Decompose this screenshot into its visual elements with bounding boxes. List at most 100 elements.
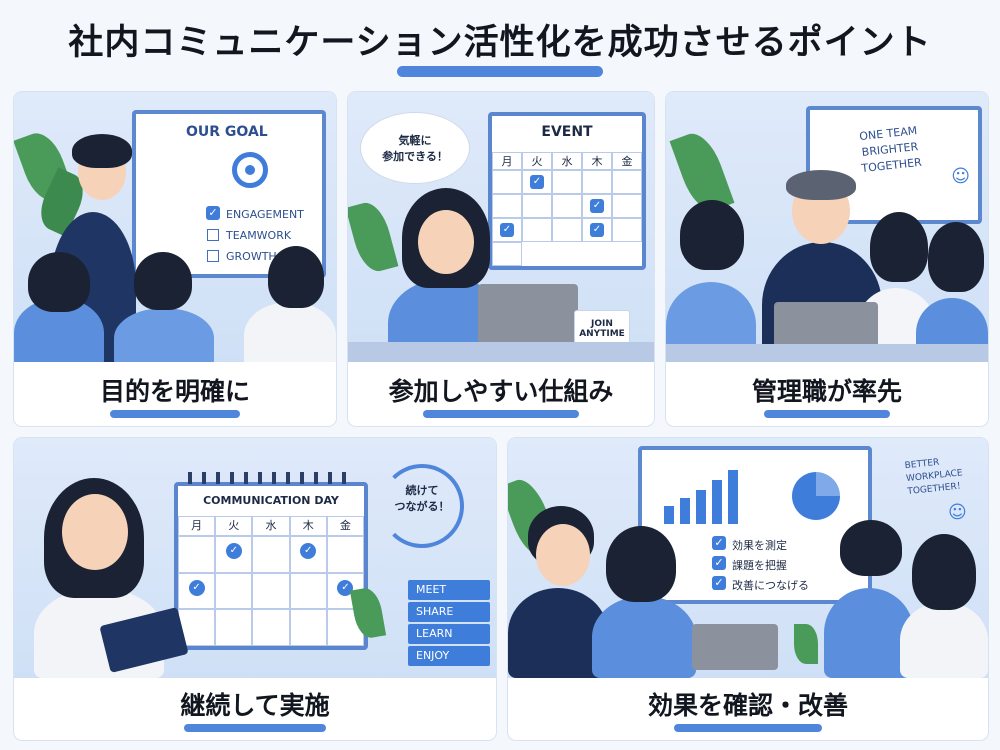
calendar-day: 月: [492, 152, 522, 170]
check-icon: ✓: [225, 543, 242, 559]
mug-text: JOIN ANYTIME: [579, 319, 625, 339]
laptop-icon: [692, 624, 778, 670]
calendar-day: 木: [582, 152, 612, 170]
calendar-cell: [522, 218, 552, 242]
bar-chart-icon: [664, 466, 760, 524]
calendar-cell: [522, 194, 552, 218]
calendar-day: 金: [326, 516, 364, 536]
plant-icon: [794, 624, 818, 664]
audience-hair: [268, 246, 324, 308]
book-label: SHARE: [408, 602, 490, 622]
calendar-title: COMMUNICATION DAY: [203, 494, 339, 507]
colleague-person: [900, 602, 988, 678]
panel-continuous: COMMUNICATION DAY 月 火 水 木 金 ✓ ✓ ✓ ✓: [14, 438, 496, 740]
panel-illustration: ✓ 効果を測定 ✓ 課題を把握 ✓ 改善につなげる BETTER WORKPLA…: [508, 438, 988, 678]
desk: [348, 342, 654, 362]
calendar-cell: [215, 572, 253, 610]
checkbox-checked-icon: ✓: [712, 536, 726, 550]
calendar-cell: [552, 170, 582, 194]
event-calendar: EVENT 月 火 水 木 金 ✓ ✓ ✓ ✓: [488, 112, 646, 270]
calendar-cell: [492, 170, 522, 194]
board-item: GROWTH: [226, 250, 277, 263]
board-item: 改善につなげる: [732, 579, 809, 592]
calendar-cell: ✓: [582, 194, 612, 218]
check-icon: ✓: [300, 543, 317, 559]
calendar-day: 木: [289, 516, 327, 536]
colleague-head: [536, 524, 590, 586]
panel-illustration: ONE TEAM BRIGHTER TOGETHER ☺: [666, 92, 988, 362]
calendar-grid: 月 火 水 木 金 ✓ ✓ ✓ ✓: [178, 516, 364, 646]
board-text: ONE TEAM BRIGHTER TOGETHER: [858, 124, 923, 176]
book-label: ENJOY: [408, 646, 490, 666]
book-label: MEET: [408, 580, 490, 600]
caption-underline: [184, 724, 326, 732]
checkbox-empty-icon: [207, 250, 219, 262]
panel-caption: 継続して実施: [180, 691, 330, 720]
panel-illustration: 気軽に 参加できる！ EVENT 月 火 水 木 金 ✓ ✓ ✓: [348, 92, 654, 362]
writer-head: [62, 494, 128, 570]
colleague-hair: [840, 520, 902, 576]
board-title: OUR GOAL: [186, 124, 268, 140]
calendar-cell: [492, 194, 522, 218]
calendar-day: 金: [612, 152, 642, 170]
smiley-icon: ☺: [951, 166, 970, 187]
board-item: 効果を測定: [732, 539, 787, 552]
smiley-icon: ☺: [948, 502, 967, 523]
employee-hair: [870, 212, 928, 282]
calendar-cell: [289, 572, 327, 610]
caption-underline: [674, 724, 822, 732]
calendar-cell: [252, 609, 290, 646]
speech-bubble: 気軽に 参加できる！: [360, 112, 470, 184]
check-icon: ✓: [590, 199, 604, 213]
checkbox-checked-icon: ✓: [206, 206, 220, 220]
calendar-cell: [552, 218, 582, 242]
checkbox-empty-icon: [207, 229, 219, 241]
calendar-cell: ✓: [215, 536, 253, 573]
check-icon: ✓: [590, 223, 604, 237]
calendar-title: EVENT: [541, 124, 593, 140]
check-icon: ✓: [188, 579, 205, 596]
calendar-cell: [552, 194, 582, 218]
results-board: ✓ 効果を測定 ✓ 課題を把握 ✓ 改善につなげる: [638, 446, 872, 604]
calendar-cell: ✓: [178, 572, 216, 610]
colleague-hair: [606, 526, 676, 602]
panel-illustration: COMMUNICATION DAY 月 火 水 木 金 ✓ ✓ ✓ ✓: [14, 438, 496, 678]
book-stack: MEET SHARE LEARN ENJOY: [408, 580, 490, 666]
target-icon: [232, 152, 268, 188]
calendar-day: 月: [178, 516, 216, 536]
calendar-cell: [612, 170, 642, 194]
calendar-rings-icon: [188, 472, 354, 484]
calendar-cell: [289, 609, 327, 646]
calendar-cell: [252, 536, 290, 573]
cycle-text: 続けて つながる！: [394, 484, 450, 513]
colleague-person: [508, 588, 608, 678]
panel-caption: 目的を明確に: [99, 377, 250, 406]
panel-illustration: OUR GOAL ✓ ENGAGEMENT TEAMWORK GROWTH: [14, 92, 336, 362]
book-label: LEARN: [408, 624, 490, 644]
calendar-cell: [326, 536, 364, 573]
audience-person: [244, 302, 336, 362]
panel-managers-lead: ONE TEAM BRIGHTER TOGETHER ☺ 管理職が率先: [666, 92, 988, 426]
cycle-arrows-icon: [380, 464, 464, 548]
communication-calendar: COMMUNICATION DAY 月 火 水 木 金 ✓ ✓ ✓ ✓: [174, 472, 368, 650]
calendar-day: 火: [522, 152, 552, 170]
board-item: TEAMWORK: [226, 229, 292, 242]
employee-hair: [928, 222, 984, 292]
caption-underline: [110, 410, 240, 418]
audience-hair: [28, 252, 90, 312]
calendar-cell: [252, 572, 290, 610]
calendar-day: 水: [252, 516, 290, 536]
calendar-grid: 月 火 水 木 金 ✓ ✓ ✓ ✓: [492, 152, 642, 266]
panel-caption: 管理職が率先: [751, 377, 902, 406]
checkbox-checked-icon: ✓: [712, 576, 726, 590]
calendar-cell: ✓: [582, 218, 612, 242]
check-icon: ✓: [500, 223, 514, 237]
calendar-cell: [612, 194, 642, 218]
checkbox-checked-icon: ✓: [712, 556, 726, 570]
calendar-cell: [582, 170, 612, 194]
caption-underline: [423, 410, 579, 418]
calendar-cell: ✓: [289, 536, 327, 573]
plant-icon: [348, 198, 399, 276]
pie-chart-icon: [792, 472, 840, 520]
colleague-hair: [912, 534, 976, 610]
